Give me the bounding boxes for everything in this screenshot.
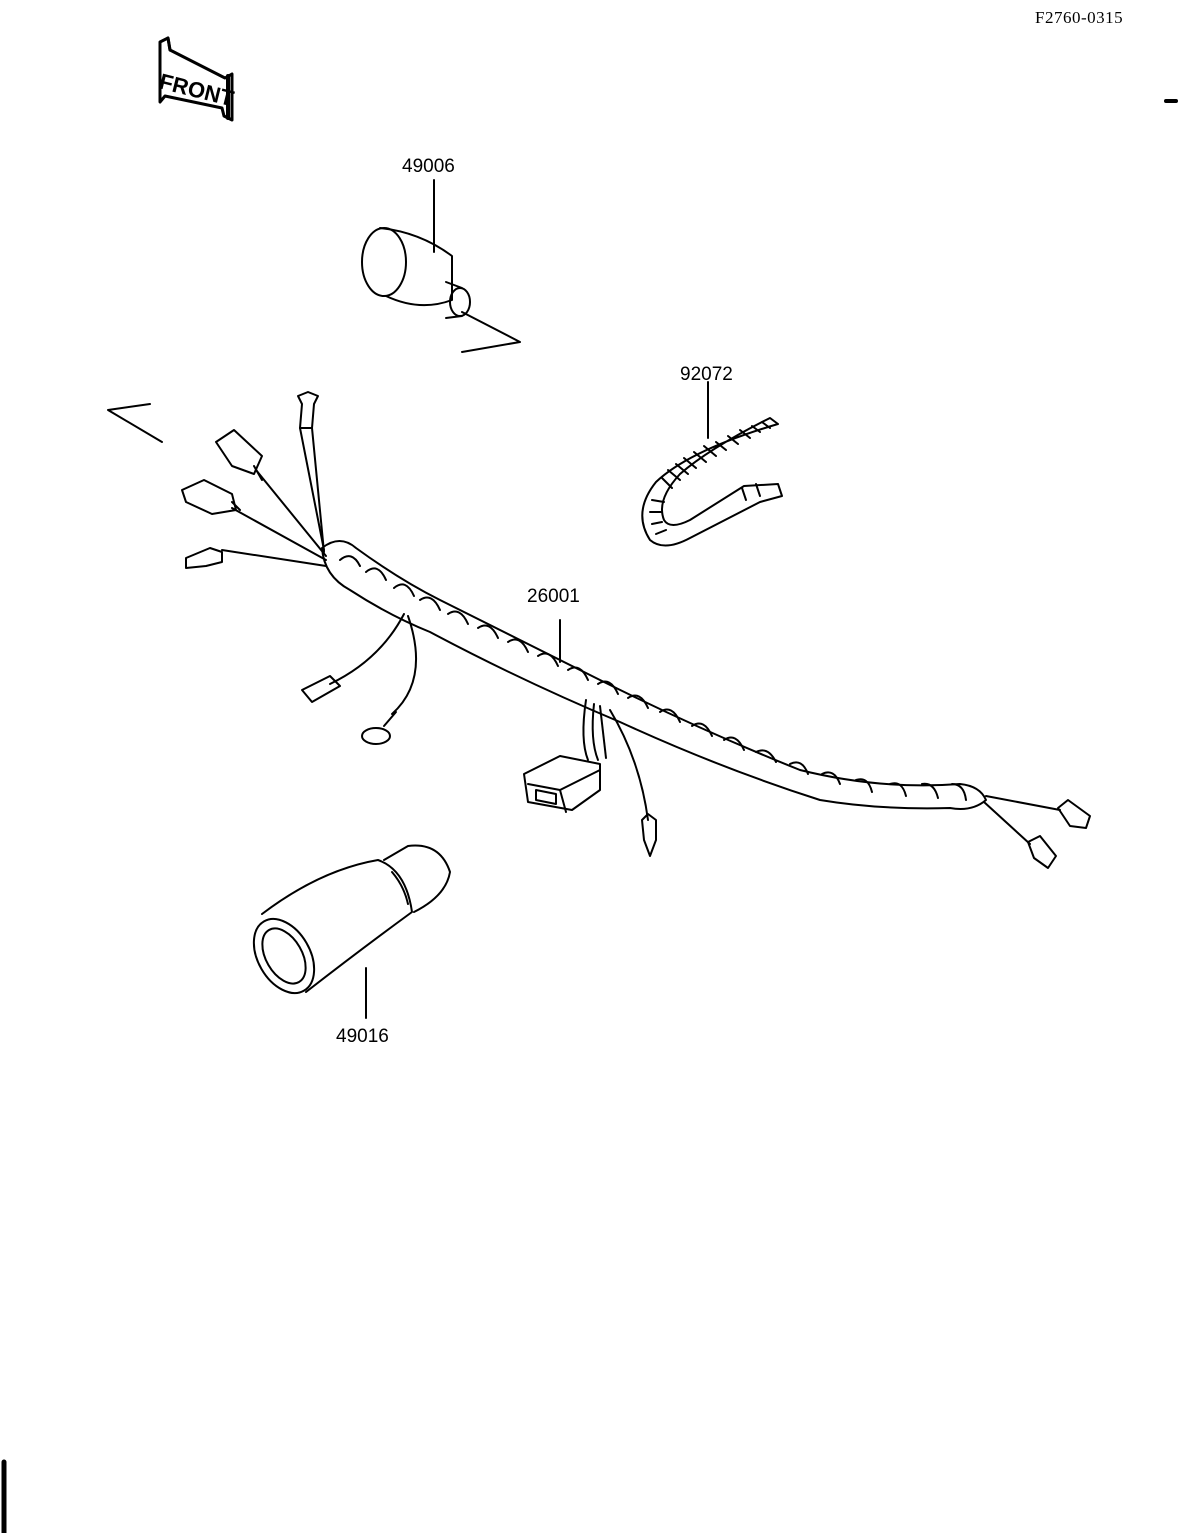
cable-tie-icon (641, 381, 783, 547)
front-arrow-icon: FRONT (157, 36, 237, 122)
part-label-26001: 26001 (527, 586, 580, 607)
boot-small-icon (361, 179, 521, 353)
part-label-92072: 92072 (680, 364, 733, 385)
boot-large-icon (252, 844, 451, 1019)
document-code: F2760-0315 (1035, 8, 1124, 27)
part-label-49006: 49006 (402, 156, 455, 177)
wiring-harness-icon (181, 391, 1091, 869)
part-label-49016: 49016 (336, 1026, 389, 1047)
guide-line (107, 403, 163, 443)
